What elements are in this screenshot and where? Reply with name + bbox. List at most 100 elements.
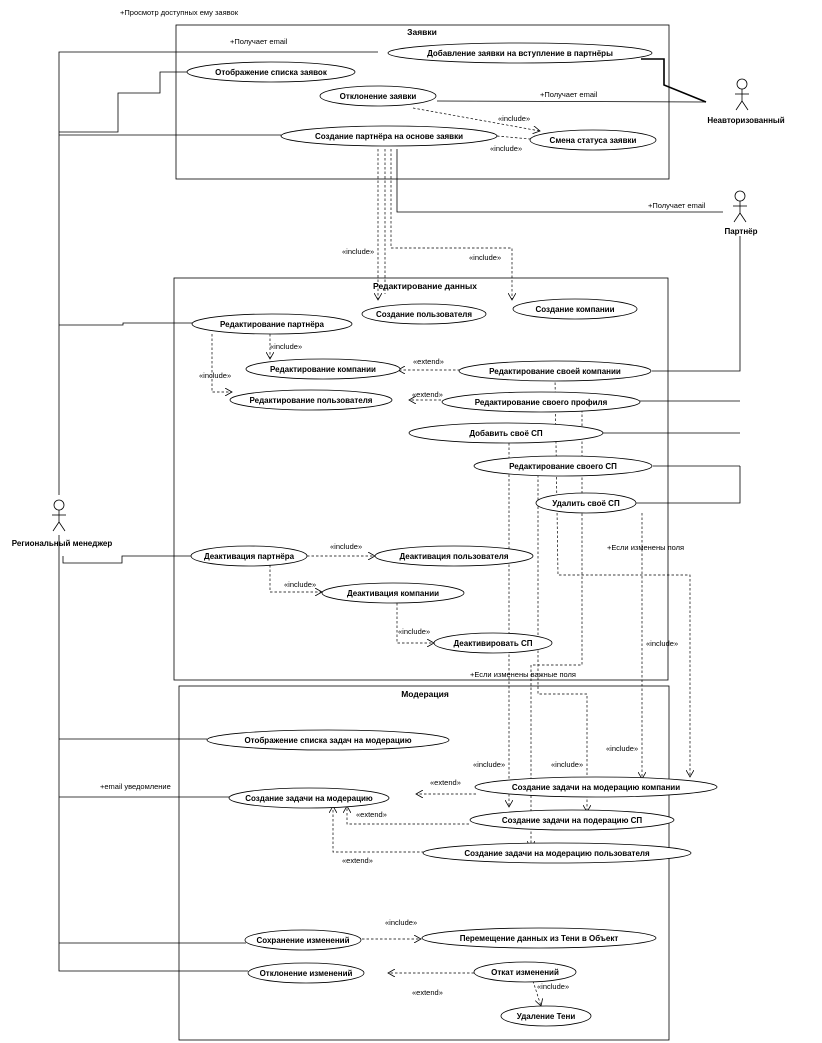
usecase-create-user: Создание пользователя <box>361 303 487 325</box>
condition-label: +Если изменены поля <box>607 543 684 552</box>
note-label: +Просмотр доступных ему заявок <box>120 8 239 17</box>
svg-text:Деактивация пользователя: Деактивация пользователя <box>399 552 508 561</box>
svg-text:Откат изменений: Откат изменений <box>491 968 559 977</box>
svg-text:Смена статуса заявки: Смена статуса заявки <box>550 136 637 145</box>
svg-text:Создание партнёра на основе за: Создание партнёра на основе заявки <box>315 132 463 141</box>
extend-label: «extend» <box>342 856 373 865</box>
svg-text:Добавление заявки на вступлени: Добавление заявки на вступление в партнё… <box>427 49 613 58</box>
dependencies <box>211 107 690 1006</box>
usecase-moderation-user: Создание задачи на модерацию пользовател… <box>422 842 692 864</box>
usecase-delete-shadow: Удаление Тени <box>500 1005 592 1027</box>
usecase-save-changes: Сохранение изменений <box>244 929 362 951</box>
usecase-moderation-company: Создание задачи на модерацию компании <box>474 776 718 798</box>
include-label: «include» <box>199 371 231 380</box>
usecase-edit-own-company: Редактирование своей компании <box>458 360 652 382</box>
usecase-change-status: Смена статуса заявки <box>529 129 657 151</box>
actor-head <box>53 499 65 511</box>
svg-text:Деактивация партнёра: Деактивация партнёра <box>204 552 295 561</box>
svg-text:Редактирование своего СП: Редактирование своего СП <box>509 462 617 471</box>
include-label: «include» <box>385 918 417 927</box>
usecase-reject-request: Отклонение заявки <box>319 85 437 107</box>
svg-text:Создание задачи на подерацию С: Создание задачи на подерацию СП <box>502 816 643 825</box>
include-label: «include» <box>551 760 583 769</box>
svg-text:Создание компании: Создание компании <box>535 305 614 314</box>
include-label: «include» <box>342 247 374 256</box>
associations <box>58 51 741 972</box>
package-moderation: Модерация <box>178 685 670 1041</box>
usecase-delete-own-sp: Удалить своё СП <box>535 492 637 514</box>
usecase-create-moderation-task: Создание задачи на модерацию <box>228 787 390 809</box>
svg-text:Отклонение заявки: Отклонение заявки <box>340 92 417 101</box>
usecase-moderation-sp: Создание задачи на подерацию СП <box>469 809 675 831</box>
usecase-add-own-sp: Добавить своё СП <box>408 422 604 444</box>
usecase-create-partner: Создание партнёра на основе заявки <box>280 125 498 147</box>
usecase-deactivate-company: Деактивация компании <box>321 582 465 604</box>
svg-text:Перемещение данных из Тени в О: Перемещение данных из Тени в Объект <box>460 934 619 943</box>
usecase-create-company: Создание компании <box>512 298 638 320</box>
svg-text:Редактирование пользователя: Редактирование пользователя <box>250 396 373 405</box>
extend-label: «extend» <box>413 357 444 366</box>
note-label: +Получает email <box>648 201 706 210</box>
svg-text:Удалить своё СП: Удалить своё СП <box>552 499 620 508</box>
svg-text:Создание задачи на модерацию п: Создание задачи на модерацию пользовател… <box>464 849 650 858</box>
actor-unauthorized: Неавторизованный <box>707 78 785 125</box>
usecase-deactivate-partner: Деактивация партнёра <box>190 545 308 567</box>
include-label: «include» <box>469 253 501 262</box>
include-label: «include» <box>270 342 302 351</box>
note-label: +Получает email <box>230 37 288 46</box>
include-label: «include» <box>473 760 505 769</box>
usecase-add-request: Добавление заявки на вступление в партнё… <box>387 42 653 64</box>
extend-label: «extend» <box>430 778 461 787</box>
svg-text:Отображение списка заявок: Отображение списка заявок <box>215 68 328 77</box>
usecases: Добавление заявки на вступление в партнё… <box>186 42 718 1027</box>
include-label: «include» <box>330 542 362 551</box>
usecase-deactivate-user: Деактивация пользователя <box>374 545 534 567</box>
note-label: +email уведомление <box>100 782 171 791</box>
svg-text:Сохранение изменений: Сохранение изменений <box>257 936 350 945</box>
note-label: +Получает email <box>540 90 598 99</box>
svg-text:Деактивация компании: Деактивация компании <box>347 589 439 598</box>
usecase-edit-own-profile: Редактирование своего профиля <box>441 391 641 413</box>
package-data-editing: Редактирование данных <box>173 277 669 681</box>
actor-head <box>734 190 746 202</box>
package-title: Редактирование данных <box>373 281 477 291</box>
usecase-edit-company: Редактирование компании <box>245 358 401 380</box>
usecase-deactivate-sp: Деактивировать СП <box>433 632 553 654</box>
include-label: «include» <box>284 580 316 589</box>
usecase-show-requests: Отображение списка заявок <box>186 61 356 83</box>
actor-name: Партнёр <box>724 227 757 236</box>
include-label: «include» <box>646 639 678 648</box>
svg-text:Удаление Тени: Удаление Тени <box>517 1012 576 1021</box>
extend-label: «extend» <box>412 390 443 399</box>
svg-text:Редактирование своей компании: Редактирование своей компании <box>489 367 621 376</box>
usecase-edit-partner: Редактирование партнёра <box>191 313 353 335</box>
usecase-edit-own-sp: Редактирование своего СП <box>473 455 653 477</box>
usecase-move-shadow-data: Перемещение данных из Тени в Объект <box>421 927 657 949</box>
svg-text:Деактивировать СП: Деактивировать СП <box>454 639 533 648</box>
svg-text:Создание задачи на модерацию: Создание задачи на модерацию <box>245 794 373 803</box>
svg-text:Отклонение изменений: Отклонение изменений <box>260 969 353 978</box>
usecase-edit-user: Редактирование пользователя <box>229 389 393 411</box>
svg-text:Редактирование компании: Редактирование компании <box>270 365 376 374</box>
svg-text:Создание пользователя: Создание пользователя <box>376 310 472 319</box>
include-label: «include» <box>490 144 522 153</box>
extend-label: «extend» <box>412 988 443 997</box>
actor-partner: Партнёр <box>724 190 758 236</box>
include-label: «include» <box>498 114 530 123</box>
condition-label: +Если изменены важные поля <box>470 670 576 679</box>
svg-text:Редактирование своего профиля: Редактирование своего профиля <box>475 398 608 407</box>
extend-label: «extend» <box>356 810 387 819</box>
include-label: «include» <box>537 982 569 991</box>
actor-name: Неавторизованный <box>707 116 784 125</box>
relationship-labels: +Просмотр доступных ему заявок +Получает… <box>100 8 706 997</box>
actor-head <box>736 78 748 90</box>
usecase-reject-changes: Отклонение изменений <box>247 962 365 984</box>
svg-text:Создание задачи на модерацию к: Создание задачи на модерацию компании <box>512 783 680 792</box>
actor-regional-manager: Региональный менеджер <box>12 499 112 548</box>
usecase-rollback-changes: Откат изменений <box>473 961 577 983</box>
include-label: «include» <box>606 744 638 753</box>
svg-text:Отображение списка задач на мо: Отображение списка задач на модерацию <box>244 736 411 745</box>
usecase-show-moderation-tasks: Отображение списка задач на модерацию <box>206 729 450 751</box>
svg-text:Добавить своё СП: Добавить своё СП <box>469 429 543 438</box>
